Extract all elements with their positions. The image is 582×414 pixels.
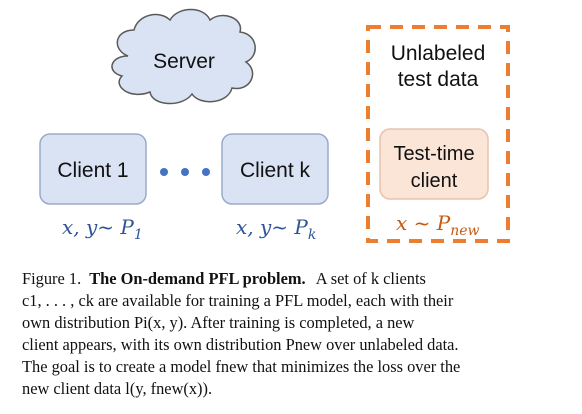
dist-sub: k xyxy=(308,227,316,243)
server-cloud: Server xyxy=(111,8,256,105)
dot xyxy=(202,168,210,176)
client-1: Client 1 xyxy=(39,133,147,205)
dist-sub: new xyxy=(450,223,479,239)
dot xyxy=(181,168,189,176)
on-demand-pfl-diagram: Server Client 1 Client k x, y~ P1 x, y~ … xyxy=(39,8,510,243)
unlabeled-test-data-region: Unlabeled test data xyxy=(366,25,510,243)
test-time-label-line1: Test-time xyxy=(393,143,474,165)
caption-title: The On-demand PFL problem. xyxy=(89,269,306,288)
caption-line-3: own distribution Pi(x, y). After trainin… xyxy=(22,313,415,332)
caption-line-6: new client data l(y, fnew(x)). xyxy=(22,379,213,398)
dist-text: x, y~ P xyxy=(62,215,134,239)
server-label: Server xyxy=(153,50,215,73)
test-time-label-line2: client xyxy=(411,170,458,192)
client-k-distribution: x, y~ Pk xyxy=(236,215,316,243)
dist-text: x, y~ P xyxy=(236,215,308,239)
caption-line1-rest: A set of k clients xyxy=(315,269,426,288)
dot xyxy=(160,168,168,176)
client-1-distribution: x, y~ P1 xyxy=(62,215,143,243)
figure-label: Figure 1. xyxy=(22,269,82,288)
cloud-shape xyxy=(111,8,256,105)
dist-text: x ~ P xyxy=(396,211,451,235)
client-1-box xyxy=(39,133,147,205)
unlabeled-label-line2: test data xyxy=(398,68,479,91)
client-k-box xyxy=(221,133,329,205)
dist-sub: 1 xyxy=(134,227,143,243)
client-1-label: Client 1 xyxy=(57,159,128,182)
client-k: Client k xyxy=(221,133,329,205)
unlabeled-label-line1: Unlabeled xyxy=(391,42,486,65)
caption-line-2: c1, . . . , ck are available for trainin… xyxy=(22,291,454,310)
new-client-distribution: x ~ Pnew xyxy=(396,211,480,239)
client-k-label: Client k xyxy=(240,159,311,182)
caption-line-4: client appears, with its own distributio… xyxy=(22,335,459,354)
test-time-client: Test-time client xyxy=(379,128,489,200)
caption-line-1: Figure 1. The On-demand PFL problem. A se… xyxy=(22,268,562,290)
dashed-border xyxy=(366,25,510,243)
caption-line-5: The goal is to create a model fnew that … xyxy=(22,357,461,376)
figure-caption: Figure 1. The On-demand PFL problem. A se… xyxy=(22,268,562,400)
test-time-client-box xyxy=(379,128,489,200)
ellipsis-dots xyxy=(160,168,210,176)
